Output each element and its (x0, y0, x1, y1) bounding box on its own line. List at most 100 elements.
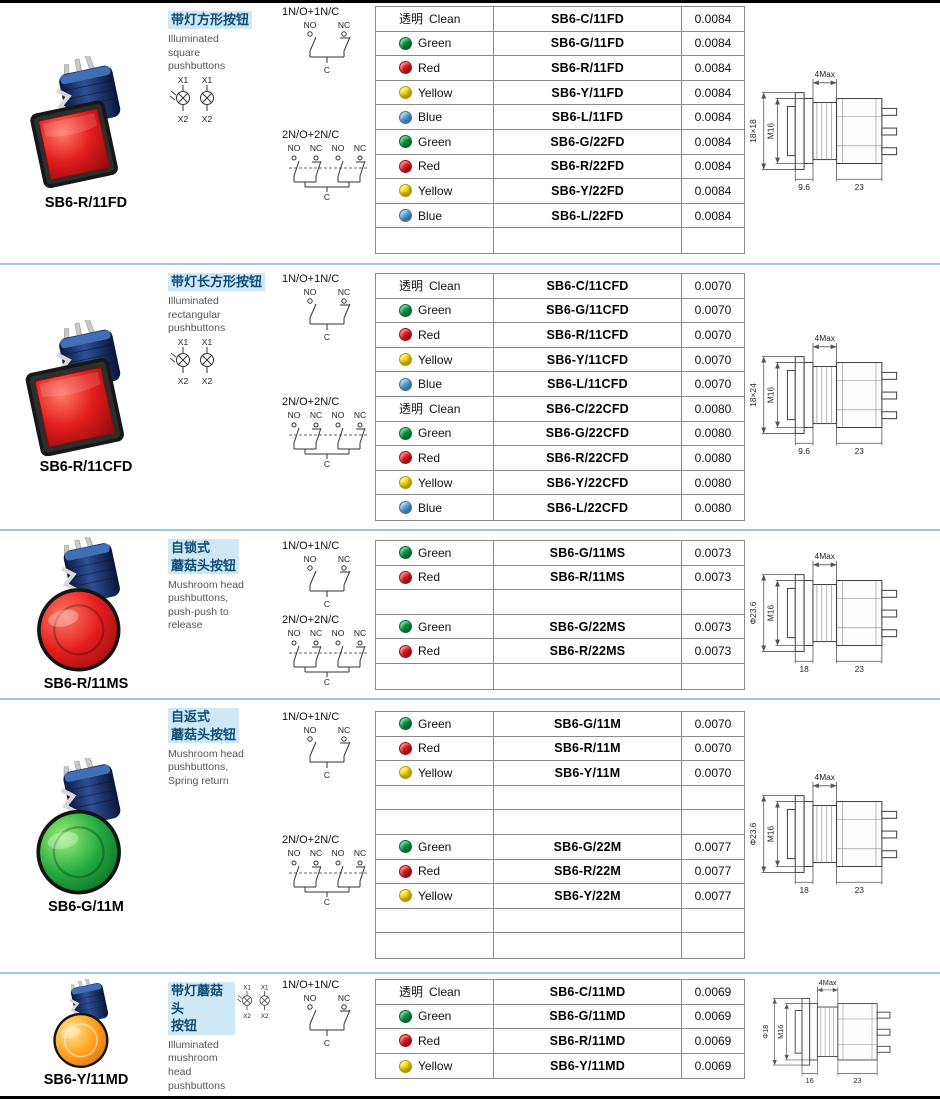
product-photo (29, 55, 120, 188)
table-row: Blue SB6-L/22FD 0.0084 (376, 203, 744, 229)
lamp-x2-label: X2 (202, 376, 213, 386)
color-name: Red (418, 1033, 441, 1048)
color-cell: Red (376, 565, 494, 590)
product-model-label: SB6-G/11M (48, 898, 124, 915)
contact-group: 2N/O+2N/C NO NC NO NC C (278, 396, 375, 519)
dimension-drawing: Φ23.6 M16 4Max 18 23 (748, 551, 898, 674)
contact-config-label: 1N/O+1N/C (282, 540, 340, 552)
dim-top-label: 4Max (815, 772, 836, 782)
color-name: Green (418, 303, 452, 318)
svg-text:NC: NC (337, 725, 349, 735)
svg-text:NO: NO (303, 725, 316, 735)
color-dot-green (399, 717, 412, 731)
svg-text:NC: NC (337, 287, 349, 297)
product-description: 带灯蘑菇头 按钮 X1 X1 X2 X2 Illuminated mushroo… (168, 974, 278, 1093)
table-row: Green SB6-G/11MS 0.0073 (376, 541, 744, 566)
model-cell: SB6-G/22CFD (494, 421, 682, 446)
color-cell: Yellow (376, 470, 494, 495)
contact-circuit-diagram-1pole: NO NC C (303, 287, 350, 342)
lamp-x2-label: X2 (202, 114, 213, 124)
color-name: Yellow (418, 1059, 453, 1074)
svg-text:NC: NC (337, 554, 349, 564)
color-cell: Yellow (376, 1053, 494, 1079)
model-cell (494, 810, 682, 834)
weight-cell: 0.0084 (694, 60, 732, 75)
table-row: Red SB6-R/11FD 0.0084 (376, 56, 744, 81)
led-arrow-icon (237, 995, 243, 1003)
weight-cell (682, 664, 744, 689)
table-row: Green SB6-G/22MS 0.0073 (376, 614, 744, 640)
contact-config-label: 2N/O+2N/C (282, 129, 340, 141)
svg-text:C: C (323, 770, 329, 780)
table-row: Green SB6-G/11M 0.0070 (376, 712, 744, 737)
model-cell: SB6-R/11CFD (494, 323, 682, 347)
dim-top-label: 4Max (815, 333, 836, 343)
dim-b2-label: 23 (853, 1076, 861, 1085)
table-row: Red SB6-R/11M 0.0070 (376, 736, 744, 762)
product-photo-cell: SB6-Y/11MD (0, 974, 168, 1093)
product-model-label: SB6-R/11FD (44, 194, 128, 211)
svg-text:NO: NO (287, 848, 300, 858)
dim-thread-label: M16 (766, 604, 776, 621)
color-dot-green (399, 840, 412, 854)
circuit-column: 1N/O+1N/C NO NC C 2N/O+2N/C NO NC NO NC (278, 265, 375, 529)
weight-cell: 0.0080 (694, 426, 732, 441)
color-cell: Green (376, 298, 494, 323)
color-cell: Red (376, 154, 494, 179)
color-name-cn: 透明 (399, 12, 424, 27)
color-dot-red (399, 451, 412, 465)
svg-text:C: C (323, 1038, 329, 1048)
color-name: Yellow (418, 888, 453, 903)
lamp-x1-label: X1 (244, 985, 252, 992)
dim-b2-label: 23 (855, 446, 865, 456)
color-cell: Yellow (376, 80, 494, 105)
color-cell (376, 228, 494, 253)
model-cell: SB6-Y/22M (494, 884, 682, 908)
product-photo-cell: SB6-R/11FD (0, 3, 168, 263)
weight-cell: 0.0069 (694, 1059, 732, 1074)
color-cell (376, 908, 494, 933)
product-photo (36, 537, 120, 672)
weight-cell: 0.0077 (694, 888, 732, 903)
table-row: Yellow SB6-Y/11M 0.0070 (376, 761, 744, 786)
weight-cell: 0.0080 (694, 500, 732, 515)
color-dot-yellow (399, 353, 412, 367)
color-dot-green (399, 135, 412, 149)
product-title-en: Mushroom head pushbuttons, push-push to … (168, 578, 244, 632)
table-row: Yellow SB6-Y/11MD 0.0069 (376, 1053, 744, 1079)
svg-text:NC: NC (337, 20, 349, 30)
model-cell: SB6-Y/22FD (494, 179, 682, 203)
color-name: Green (418, 619, 452, 634)
dim-outer-label: Φ23.6 (748, 822, 758, 845)
color-cell: Blue (376, 203, 494, 228)
model-cell: SB6-C/11FD (494, 7, 682, 31)
svg-text:C: C (323, 65, 329, 75)
dim-b1-label: 9.6 (798, 182, 810, 192)
table-row: Red SB6-R/22M 0.0077 (376, 859, 744, 885)
table-row-empty (376, 810, 744, 835)
dimension-drawing: Φ23.6 M16 4Max 18 23 (748, 772, 898, 895)
color-cell: Yellow (376, 884, 494, 908)
dimension-cell: Φ23.6 M16 4Max 18 23 (745, 531, 940, 698)
color-cell: Green (376, 712, 494, 736)
table-row: Red SB6-R/11CFD 0.0070 (376, 323, 744, 348)
table-row: Red SB6-R/22FD 0.0084 (376, 154, 744, 180)
svg-text:C: C (323, 459, 329, 469)
color-dot-red (399, 570, 412, 584)
model-cell (494, 933, 682, 958)
dimension-drawing: 18×18 M16 4Max 9.6 23 (748, 69, 898, 192)
model-cell: SB6-C/11MD (494, 980, 682, 1004)
contact-config-label: 2N/O+2N/C (282, 396, 340, 408)
dim-thread-label: M16 (766, 826, 776, 843)
color-dot-red (399, 61, 412, 75)
lamp-x2-label: X2 (178, 376, 189, 386)
weight-cell: 0.0070 (694, 327, 732, 342)
weight-cell: 0.0084 (694, 134, 732, 149)
color-dot-red (399, 328, 412, 342)
dimension-drawing: 18×24 M16 4Max 9.6 23 (748, 333, 898, 456)
